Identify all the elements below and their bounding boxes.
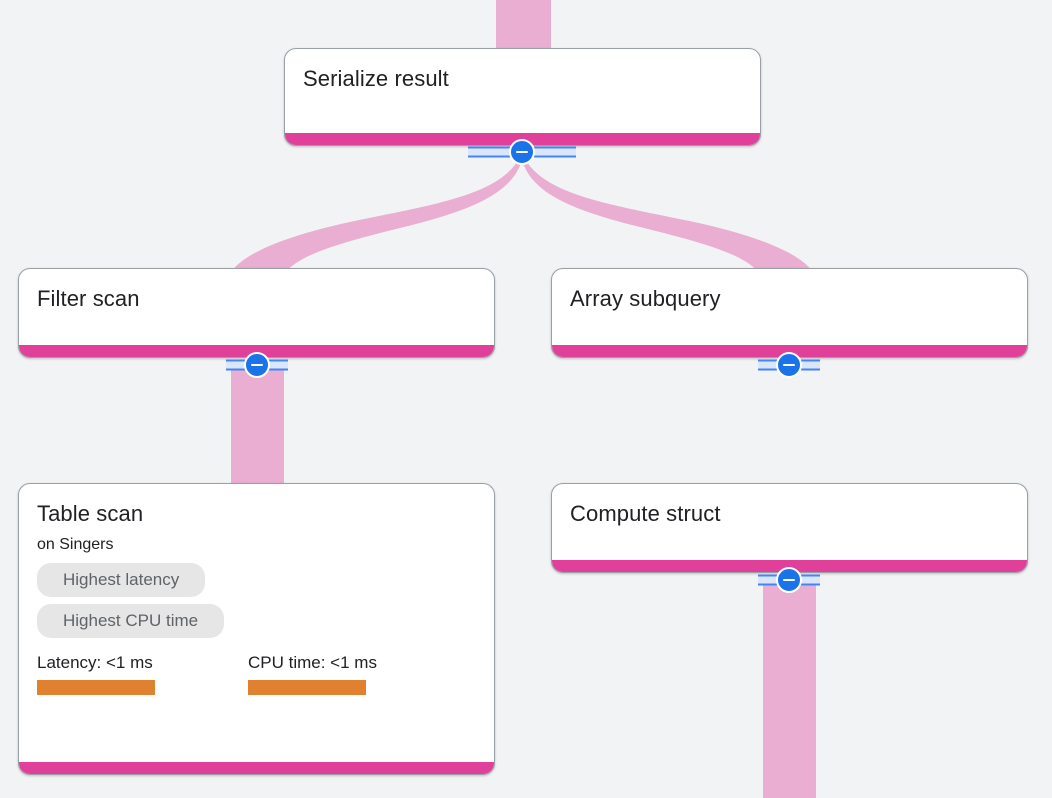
chip-highest-cpu-time[interactable]: Highest CPU time [37,604,225,638]
node-body: Compute struct [552,484,1027,560]
minus-icon[interactable] [509,139,535,165]
metric-cpu-time-bar [248,680,366,695]
node-table-scan[interactable]: Table scan on Singers Highest latency Hi… [18,483,495,775]
node-metrics: Latency: <1 ms CPU time: <1 ms [37,652,476,695]
chip-highest-latency[interactable]: Highest latency [37,563,206,597]
chip-row: Highest CPU time [37,604,476,645]
collapse-rail-right [798,358,820,372]
node-accent-bar [19,345,494,357]
metric-latency-label: Latency: <1 ms [37,653,153,672]
node-filter-scan[interactable]: Filter scan [18,268,495,358]
minus-icon[interactable] [776,567,802,593]
node-title: Serialize result [303,66,449,91]
node-title: Array subquery [570,286,721,311]
node-accent-bar [19,762,494,774]
collapse-rail-left [468,145,513,159]
collapse-rail-right [531,145,576,159]
node-body: Table scan on Singers Highest latency Hi… [19,484,494,762]
node-subtitle: on Singers [37,536,114,553]
node-compute-struct[interactable]: Compute struct [551,483,1028,573]
metric-cpu-time: CPU time: <1 ms [248,652,459,695]
node-title: Compute struct [570,501,721,526]
node-body: Filter scan [19,269,494,345]
metric-latency-bar [37,680,155,695]
node-body: Serialize result [285,49,760,133]
node-serialize-result[interactable]: Serialize result [284,48,761,146]
edge-into-serialize [496,0,551,50]
metric-cpu-time-label: CPU time: <1 ms [248,653,377,672]
metric-latency: Latency: <1 ms [37,652,248,695]
collapse-rail-left [758,358,780,372]
minus-icon[interactable] [244,352,270,378]
node-body: Array subquery [552,269,1027,345]
edge-filter-scan-to-table-scan [231,370,284,485]
edge-compute-struct-down [763,585,816,798]
collapse-rail-right [266,358,288,372]
collapse-toggle-compute-struct[interactable] [745,567,833,593]
collapse-toggle-filter-scan[interactable] [213,352,301,378]
minus-icon[interactable] [776,352,802,378]
collapse-toggle-array-subquery[interactable] [745,352,833,378]
node-title: Filter scan [37,286,140,311]
node-title: Table scan [37,501,144,526]
node-accent-bar [552,345,1027,357]
node-chip-list: Highest latency Highest CPU time [37,563,476,645]
collapse-rail-right [798,573,820,587]
chip-row: Highest latency [37,563,476,604]
collapse-toggle-serialize-result[interactable] [468,139,576,165]
node-accent-bar [552,560,1027,572]
edge-serialize-to-array-subquery [522,157,813,272]
node-array-subquery[interactable]: Array subquery [551,268,1028,358]
collapse-rail-left [226,358,248,372]
collapse-rail-left [758,573,780,587]
edge-serialize-to-filter-scan [231,157,522,272]
